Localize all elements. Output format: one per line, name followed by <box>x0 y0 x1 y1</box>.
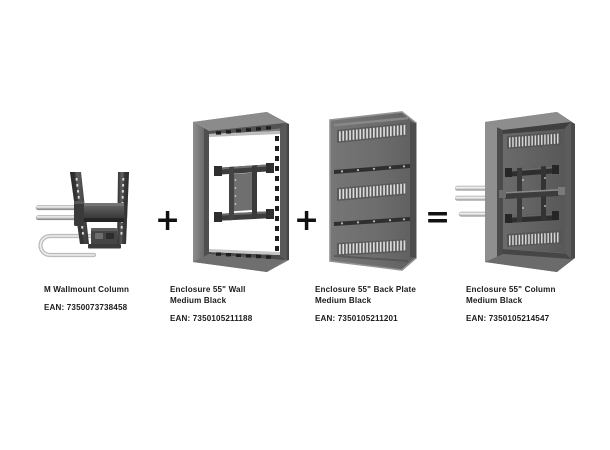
product-ean-2: EAN: 7350105211188 <box>170 313 253 323</box>
assembled-tube-arms <box>455 185 494 217</box>
product-image-wallmount-column <box>34 162 159 272</box>
equals-operator: = <box>425 200 451 235</box>
product-subtitle-2: Medium Black <box>170 296 227 306</box>
label-enclosure-wall: Enclosure 55" Wall Medium Black EAN: 735… <box>170 284 252 324</box>
clamp-bar <box>74 201 124 226</box>
product-title-1: M Wallmount Column <box>44 285 130 294</box>
assembled-vent-top <box>507 132 562 149</box>
assembled-vent-bottom <box>507 230 562 247</box>
label-enclosure-column: Enclosure 55" Column Medium Black EAN: 7… <box>466 284 556 324</box>
frame-perforations-top <box>216 126 271 135</box>
installed-mount-bracket <box>499 165 565 223</box>
plus-operator-2: + <box>294 203 320 238</box>
product-title-2: Enclosure 55" Wall <box>170 285 246 294</box>
product-image-enclosure-column <box>455 108 580 276</box>
internal-mount-bracket <box>214 163 274 222</box>
mount-plate <box>88 228 121 249</box>
product-subtitle-3: Medium Black <box>315 296 372 306</box>
frame-perforations-right <box>275 136 279 251</box>
product-ean-4: EAN: 7350105214547 <box>466 313 550 323</box>
vent-band-top <box>337 123 406 143</box>
vent-band-middle <box>337 182 406 201</box>
divider-bar-2 <box>334 217 410 226</box>
frame-perforations-bottom <box>216 252 271 259</box>
product-image-enclosure-wall <box>190 110 292 275</box>
label-wallmount-column: M Wallmount Column EAN: 7350073738458 <box>44 284 129 314</box>
product-title-3: Enclosure 55" Back Plate <box>315 285 417 294</box>
product-title-4: Enclosure 55" Column <box>466 285 556 294</box>
label-enclosure-back-plate: Enclosure 55" Back Plate Medium Black EA… <box>315 284 416 324</box>
product-ean-3: EAN: 7350105211201 <box>315 313 398 323</box>
product-image-enclosure-back-plate <box>322 110 422 273</box>
product-subtitle-4: Medium Black <box>466 296 523 306</box>
divider-bar-1 <box>334 164 410 174</box>
vent-band-bottom <box>337 239 406 256</box>
product-ean-1: EAN: 7350073738458 <box>44 303 128 313</box>
plus-operator-1: + <box>155 203 181 238</box>
